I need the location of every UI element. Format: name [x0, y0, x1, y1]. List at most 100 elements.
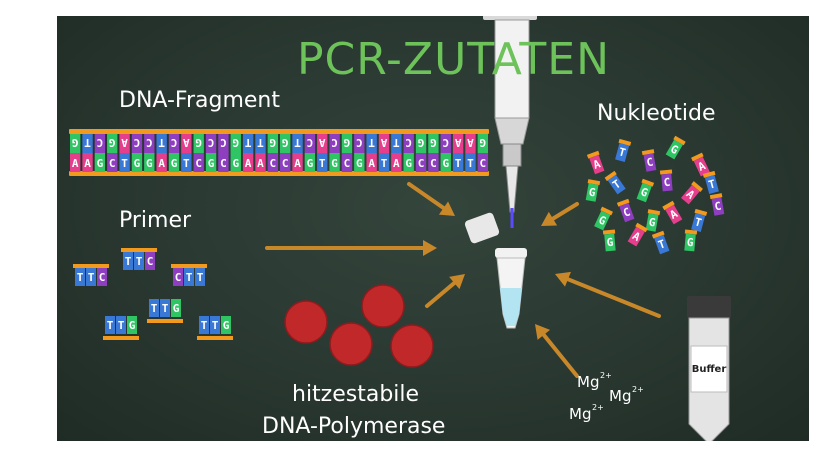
- dna-base-top-letter: G: [195, 136, 202, 149]
- dna-base-top-letter: C: [97, 136, 104, 149]
- dna-base-bottom: [428, 153, 439, 172]
- dna-base-bottom-letter: T: [319, 157, 326, 170]
- dna-base-bottom: [391, 153, 402, 172]
- nucleotide: G: [665, 135, 686, 160]
- arrow-shaft: [425, 278, 460, 308]
- dna-base-top-letter: T: [393, 136, 400, 149]
- primer-base: [145, 252, 155, 270]
- primer-base: [123, 252, 133, 270]
- dna-base-bottom-letter: T: [455, 157, 462, 170]
- nucleotide-backbone: [662, 200, 675, 211]
- polymerase-circle: [284, 300, 328, 344]
- dna-base-top: [267, 134, 278, 153]
- primer-base: [127, 316, 137, 334]
- dna-base-bottom-letter: A: [84, 157, 91, 170]
- primer-base-letter: C: [147, 255, 154, 268]
- nucleotide-backbone: [600, 206, 613, 216]
- primer-base-letter: C: [175, 271, 182, 284]
- dna-backbone-bottom: [69, 171, 489, 176]
- primer-base-letter: T: [197, 271, 204, 284]
- primer-base: [160, 299, 170, 317]
- dna-base-bottom: [452, 153, 464, 172]
- dna-fragment: GATACGGCATCGCGTACGATGCCGCCGGTATAGCGCTACG…: [69, 129, 489, 176]
- dna-base-bottom: [94, 153, 106, 172]
- dna-base-bottom-letter: C: [109, 157, 116, 170]
- nucleotide-base: [643, 153, 657, 172]
- dna-base-bottom: [205, 153, 217, 172]
- nucleotide-backbone: [684, 229, 698, 235]
- dna-base-top-letter: G: [430, 136, 437, 149]
- dna-base-bottom-letter: C: [282, 157, 289, 170]
- dna-backbone-top: [69, 129, 489, 134]
- nucleotide-letter: G: [639, 185, 650, 200]
- nucleotide-backbone: [651, 230, 665, 239]
- nucleotide-letter: G: [648, 216, 657, 230]
- page-title: PCR-ZUTATEN: [297, 34, 611, 85]
- primer-base: [173, 268, 183, 286]
- dna-base-bottom: [144, 153, 155, 172]
- magnesium-symbol: Mg: [569, 405, 591, 423]
- nucleotide: G: [585, 179, 601, 202]
- dna-base-top: [280, 134, 291, 153]
- nucleotide-letter: G: [588, 186, 597, 200]
- magnesium-charge: 2+: [632, 385, 644, 394]
- nucleotide-base: [711, 197, 725, 216]
- nucleotide: C: [616, 198, 635, 223]
- nucleotide: A: [586, 150, 605, 175]
- nucleotide-backbone: [635, 222, 648, 233]
- dna-base-top: [452, 134, 464, 153]
- primer-base: [199, 316, 209, 334]
- dna-base-top: [255, 134, 266, 153]
- arrow-head: [535, 324, 551, 340]
- dna-base-top: [415, 134, 427, 153]
- nucleotide-letter: G: [606, 236, 614, 250]
- dna-base-top: [181, 134, 192, 153]
- nucleotide-base: [691, 213, 706, 233]
- dna-base-top: [218, 134, 229, 153]
- arrow-head: [449, 274, 465, 290]
- dna-base-top: [329, 134, 340, 153]
- magnesium-symbol: Mg: [609, 387, 631, 405]
- dna-base-top: [317, 134, 328, 153]
- polymerase-circle: [361, 284, 405, 328]
- nucleotide-base: [661, 173, 673, 192]
- dna-base-bottom: [255, 153, 266, 172]
- dna-base-top-letter: C: [208, 136, 215, 149]
- nucleotide-backbone: [586, 150, 600, 159]
- pipette-top-cap: [483, 16, 537, 20]
- nucleotide-base: [615, 143, 630, 163]
- dna-base-bottom: [477, 153, 488, 172]
- dna-base-bottom-letter: C: [418, 157, 425, 170]
- polymerase-circle: [390, 324, 434, 368]
- arrow: [265, 240, 437, 256]
- dna-base-top-letter: G: [479, 136, 486, 149]
- dna-base-bottom-letter: C: [220, 157, 227, 170]
- arrow-shaft: [547, 202, 579, 223]
- dna-base-bottom-letter: A: [72, 157, 79, 170]
- dna-base-top: [94, 134, 106, 153]
- dna-base-top: [477, 134, 488, 153]
- arrow: [555, 271, 661, 318]
- nucleotide-base: [607, 174, 626, 195]
- dna-base-top: [119, 134, 130, 153]
- dna-base-top-letter: T: [368, 136, 375, 149]
- nucleotide: G: [684, 229, 698, 252]
- nucleotide-letter: T: [617, 145, 627, 159]
- arrow-shaft: [562, 275, 661, 318]
- dna-base-bottom: [440, 153, 451, 172]
- dna-base-top-letter: C: [356, 136, 363, 149]
- dna-base-top-letter: C: [405, 136, 412, 149]
- dna-base-bottom-letter: C: [195, 157, 202, 170]
- nucleotide-backbone: [691, 152, 704, 162]
- dna-base-bottom-letter: T: [183, 157, 190, 170]
- dna-base-top: [107, 134, 118, 153]
- nucleotide-base: [684, 233, 696, 252]
- primer-backbone: [147, 319, 183, 323]
- nucleotide-base: [704, 175, 719, 195]
